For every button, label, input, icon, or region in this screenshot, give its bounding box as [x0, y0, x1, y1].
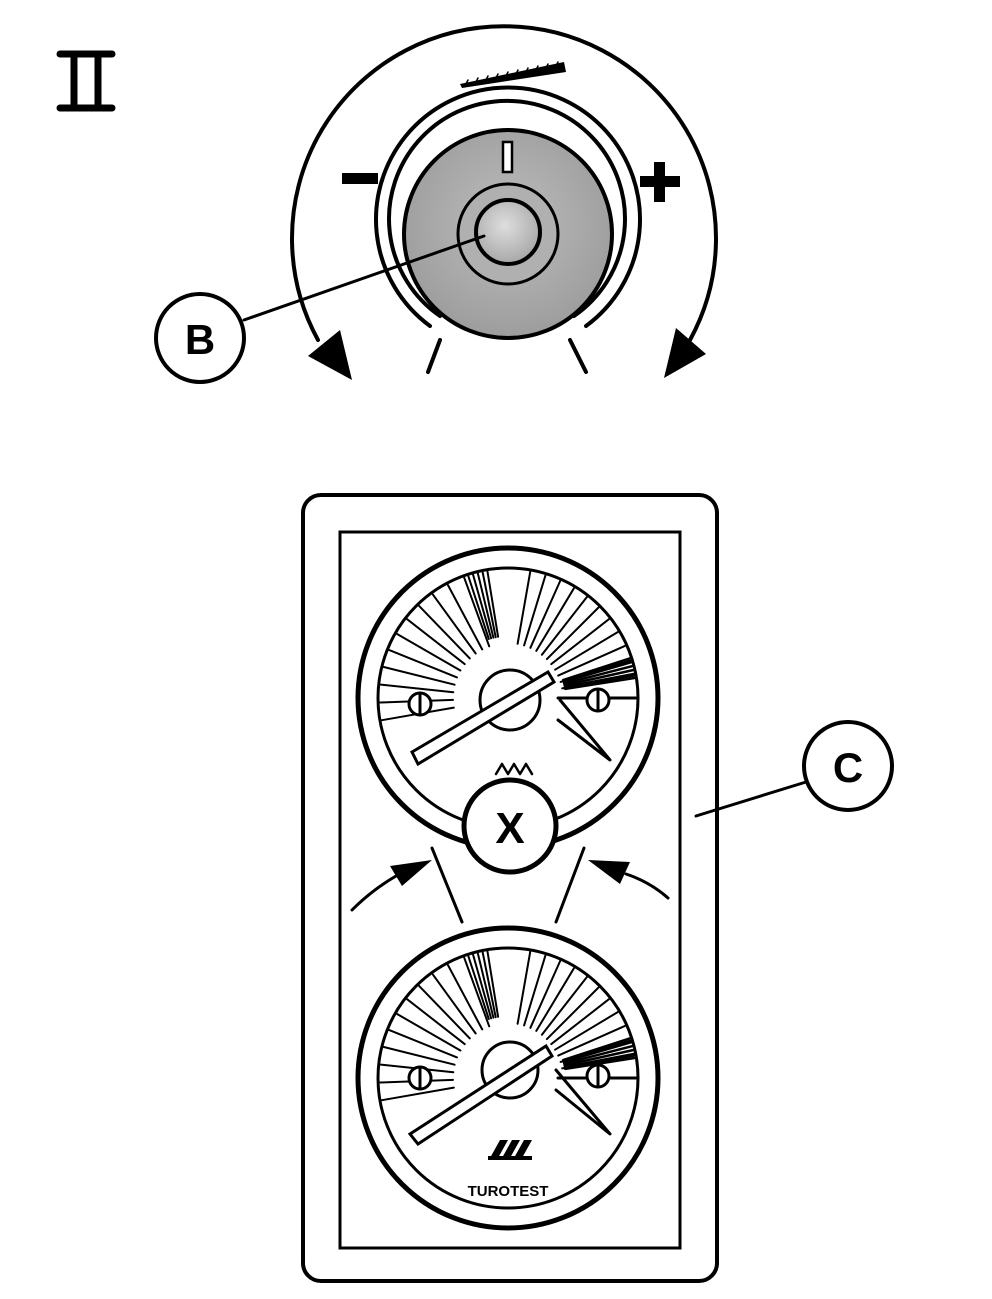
knob-indicator-mark [501, 140, 514, 174]
gauge-tick [562, 1041, 633, 1064]
minus-symbol-icon [342, 173, 378, 184]
gauge-tick [562, 661, 633, 684]
gauge-tick [446, 964, 484, 1031]
gauge-tick [396, 1013, 462, 1052]
upper-gauge-screw-right [585, 687, 611, 713]
gauge-tick [561, 1037, 631, 1062]
left-pointer-arrow [350, 860, 432, 912]
callout-c-label: C [833, 744, 863, 791]
gauge-tick [463, 576, 491, 648]
lower-gauge: TUROTEST [355, 925, 661, 1231]
gauge-tick [382, 666, 456, 686]
adjusting-knob [402, 128, 614, 340]
gauge-tick [535, 587, 575, 652]
gauge-tick [388, 1029, 458, 1059]
plus-symbol-icon [640, 162, 680, 202]
step-numeral: II [56, 50, 116, 112]
gauge-tick [418, 604, 471, 660]
gauge-tick [463, 956, 491, 1028]
rotation-arc [290, 24, 718, 380]
gauge-tick [523, 954, 547, 1027]
gauge-tick [486, 950, 500, 1018]
gauge-tick [529, 960, 562, 1029]
upper-gauge [355, 545, 661, 851]
gauge-tick [396, 633, 462, 672]
gauge-tick [540, 596, 588, 656]
gauge-tick [562, 664, 634, 685]
lower-gauge-brand-text: TUROTEST [468, 1183, 549, 1200]
gauge-tick [563, 672, 635, 689]
lower-gauge-screw-left [407, 1065, 433, 1091]
gauge-tick [467, 955, 490, 1020]
gauge-tick [418, 984, 471, 1040]
gauge-tick [486, 570, 500, 638]
gauge-tick [535, 967, 575, 1032]
gauge-tick [467, 575, 490, 640]
callout-c: C [694, 720, 894, 818]
gauge-tick [554, 1011, 619, 1051]
right-arrowhead-icon [664, 328, 706, 378]
gauge-tick [476, 572, 495, 639]
gauge-tick [563, 1052, 635, 1069]
lower-gauge-needle [407, 1043, 555, 1147]
gauge-tick [516, 950, 532, 1025]
gauge-tick [563, 1048, 635, 1067]
gauge-tick [540, 976, 588, 1036]
gauge-tick [472, 953, 493, 1020]
gauge-tick [557, 644, 626, 677]
upper-gauge-logo-icon [494, 762, 534, 776]
left-arrowhead-icon [308, 330, 352, 380]
gauge-tick [563, 668, 635, 687]
lower-gauge-screw-right [585, 1063, 611, 1089]
gauge-tick [554, 631, 619, 671]
right-pointer-arrow [588, 860, 670, 900]
gauge-tick [446, 584, 484, 651]
gauge-tick [564, 676, 636, 691]
gauge-tick [388, 649, 458, 679]
gauge-tick [472, 573, 493, 640]
gauge-tick [562, 1044, 634, 1065]
knob-center-cap [474, 198, 542, 266]
gauge-tick [529, 580, 562, 649]
gauge-tick [557, 1024, 626, 1057]
gauge-tick [406, 998, 466, 1046]
lower-gauge-brand-logo-icon [488, 1140, 532, 1160]
gauge-tick [550, 998, 610, 1046]
gauge-tick [523, 574, 547, 647]
knob-bezel [374, 85, 642, 374]
gauge-tick [406, 618, 466, 666]
callout-b-label: B [185, 316, 215, 363]
gauge-tick [431, 973, 477, 1035]
gauge-tick [379, 683, 455, 694]
gauge-tick [380, 1086, 455, 1102]
gauge-tick [481, 571, 497, 639]
gauge-tick [481, 951, 497, 1019]
step-numeral-text: II [86, 99, 88, 101]
gauge-tick [476, 952, 495, 1019]
gauge-tick [564, 1056, 636, 1071]
callout-x: X [461, 777, 559, 875]
gauge-tick [516, 570, 532, 645]
callout-x-label: X [495, 804, 524, 853]
callout-b: B [154, 234, 486, 384]
gauge-tick [431, 593, 477, 655]
flame-height-icon [460, 61, 566, 88]
gauge-tick [550, 618, 610, 666]
gauge-tick [561, 657, 631, 682]
gauge-tick [382, 1046, 456, 1066]
gauge-tick [545, 986, 600, 1041]
upper-gauge-needle [410, 669, 557, 767]
gauge-tick [545, 606, 600, 661]
upper-gauge-screw-left [407, 691, 433, 717]
